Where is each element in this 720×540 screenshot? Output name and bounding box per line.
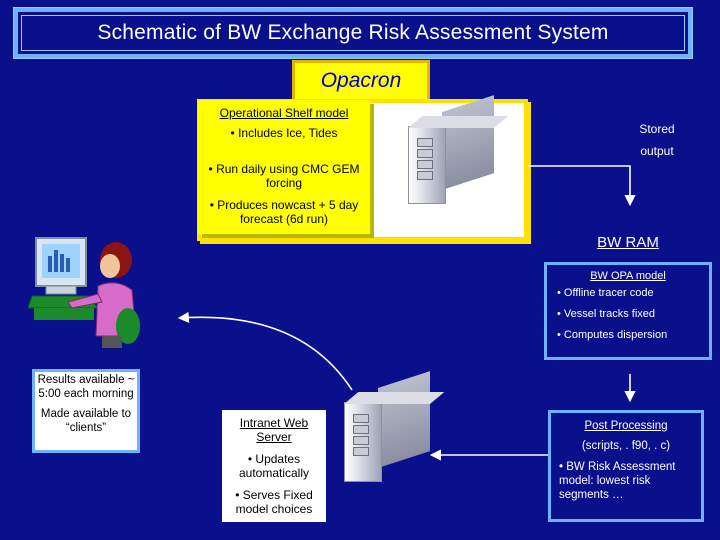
stored-output-label: Stored output (612, 118, 702, 162)
bw-ram-title: BW RAM (597, 234, 659, 251)
arrow-to-user (177, 311, 353, 391)
post-processing-sub: (scripts, . f90, . c) (581, 440, 671, 452)
title-text: Schematic of BW Exchange Risk Assessment… (97, 21, 609, 44)
bw-ram-bullet-1: • Offline tracer code (557, 287, 654, 299)
intranet-box: Intranet Web Server • Updates automatica… (222, 410, 326, 522)
opacron-text: Opacron (319, 68, 403, 94)
intranet-bullet-1: • Updates automatically (238, 452, 310, 480)
operational-bullet-2: • Run daily using CMC GEM forcing (208, 162, 360, 190)
intranet-bullet-2: • Serves Fixed model choices (235, 488, 313, 516)
title-inner-border (21, 15, 685, 51)
stored-line-2: output (640, 144, 674, 158)
person-at-computer-icon (28, 236, 148, 351)
bw-ram-bullet-3: • Computes dispersion (557, 329, 668, 341)
bw-ram-box: BW OPA model • Offline tracer code • Ves… (544, 262, 712, 360)
opacron-label: Opacron (292, 60, 430, 102)
server-icon (402, 95, 509, 204)
web-server-icon (338, 371, 445, 482)
results-box: Results available ~ 5:00 each morning Ma… (32, 369, 140, 453)
results-line-1: Results available ~ 5:00 each morning (37, 374, 135, 400)
operational-heading: Operational Shelf model (219, 106, 349, 120)
intranet-heading: Intranet Web Server (239, 416, 309, 444)
stored-line-1: Stored (639, 122, 675, 136)
operational-text-box: Operational Shelf model • Includes Ice, … (198, 100, 370, 234)
bw-opa-heading: BW OPA model (590, 270, 666, 282)
post-processing-bullet-1: • BW Risk Assessment model: lowest risk … (559, 461, 676, 501)
results-line-2: Made available to “clients” (40, 408, 132, 434)
bw-ram-bullet-2: • Vessel tracks fixed (557, 308, 656, 320)
post-processing-box: Post Processing (scripts, . f90, . c) • … (548, 410, 704, 522)
page-title: Schematic of BW Exchange Risk Assessment… (14, 8, 692, 58)
operational-bullet-3: • Produces nowcast + 5 day forecast (6d … (209, 198, 359, 226)
arrow-to-stored (528, 165, 636, 207)
operational-bullet-1: • Includes Ice, Tides (230, 126, 338, 140)
post-processing-heading: Post Processing (584, 420, 668, 432)
